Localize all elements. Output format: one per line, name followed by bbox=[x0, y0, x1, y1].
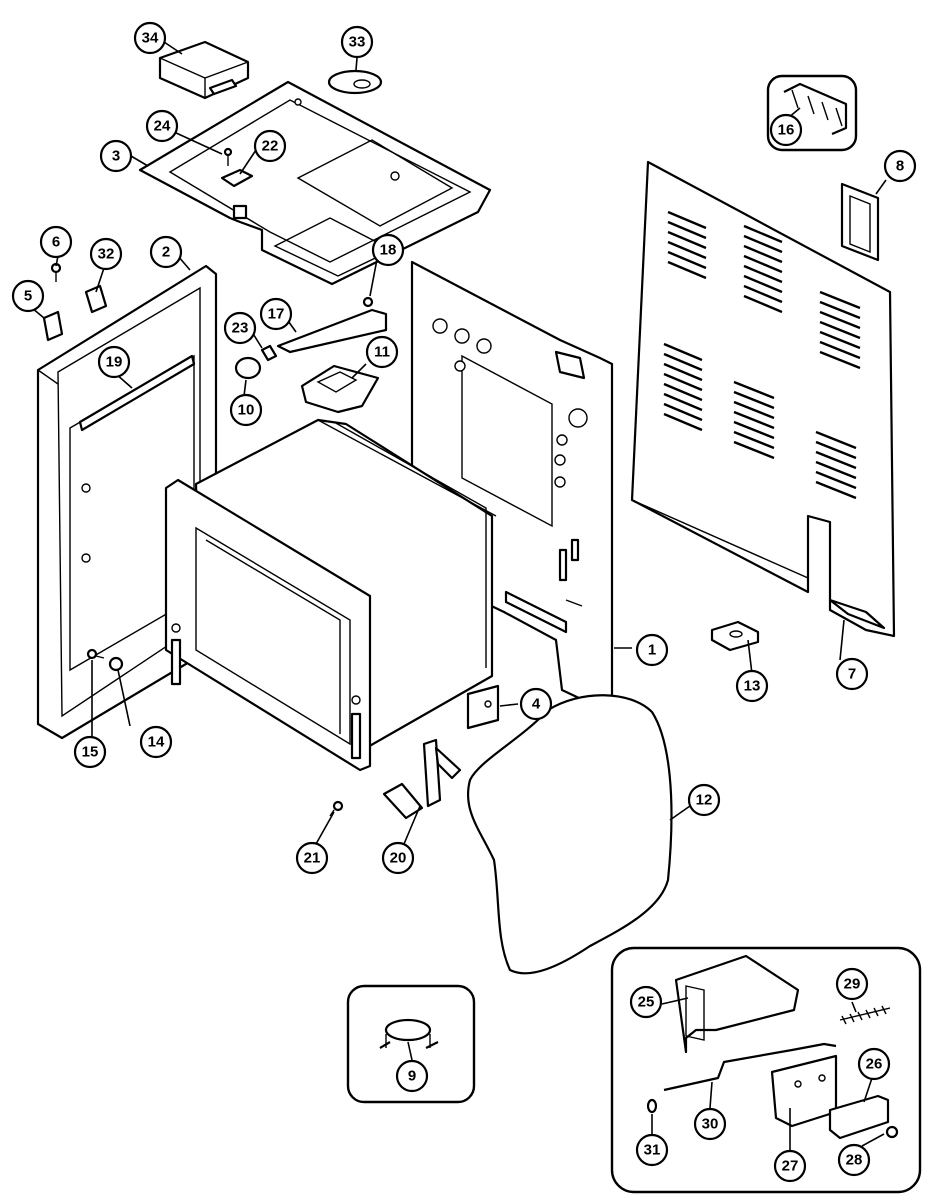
part-17-rod bbox=[276, 308, 388, 354]
callout-label: 1 bbox=[648, 642, 656, 659]
part-32-clip bbox=[84, 284, 108, 314]
callout-20: 20 bbox=[381, 841, 415, 875]
callout-label: 7 bbox=[848, 666, 856, 683]
callout-17: 17 bbox=[259, 297, 293, 331]
callout-25: 25 bbox=[629, 985, 663, 1019]
part-16-inset bbox=[766, 74, 858, 152]
callout-29: 29 bbox=[835, 967, 869, 1001]
callout-32: 32 bbox=[89, 237, 123, 271]
part-13-bracket bbox=[710, 620, 760, 652]
callout-19: 19 bbox=[97, 345, 131, 379]
part-8-bracket bbox=[840, 182, 880, 262]
part-20-hinge bbox=[382, 738, 462, 820]
callout-10: 10 bbox=[229, 393, 263, 427]
callout-34: 34 bbox=[133, 21, 167, 55]
callout-7: 7 bbox=[835, 657, 869, 691]
part-21-screw bbox=[329, 800, 344, 817]
callout-3: 3 bbox=[99, 139, 133, 173]
callout-label: 6 bbox=[52, 234, 60, 251]
callout-30: 30 bbox=[693, 1107, 727, 1141]
part-12-insulation bbox=[466, 694, 673, 975]
part-18-screw bbox=[362, 296, 374, 308]
callout-label: 18 bbox=[380, 242, 397, 259]
callout-21: 21 bbox=[295, 841, 329, 875]
callout-label: 33 bbox=[349, 34, 366, 51]
part-33-button bbox=[327, 69, 383, 95]
callout-label: 5 bbox=[24, 288, 32, 305]
callout-label: 31 bbox=[644, 1142, 661, 1159]
part-19-strip bbox=[78, 354, 196, 432]
callout-label: 15 bbox=[82, 744, 99, 761]
callout-2: 2 bbox=[149, 235, 183, 269]
callout-label: 19 bbox=[106, 354, 123, 371]
callout-26: 26 bbox=[857, 1047, 891, 1081]
callout-label: 12 bbox=[696, 792, 713, 809]
part-14-nut bbox=[108, 656, 124, 672]
callout-label: 26 bbox=[866, 1056, 883, 1073]
callout-label: 11 bbox=[374, 344, 390, 361]
callout-28: 28 bbox=[837, 1143, 871, 1177]
callout-15: 15 bbox=[73, 735, 107, 769]
part-4-plate bbox=[466, 684, 500, 730]
callout-label: 27 bbox=[782, 1158, 799, 1175]
callout-27: 27 bbox=[773, 1149, 807, 1183]
callout-label: 32 bbox=[98, 246, 115, 263]
part-23-clip bbox=[260, 344, 278, 362]
callout-5: 5 bbox=[11, 279, 45, 313]
part-7-back-panel bbox=[630, 160, 896, 638]
callout-12: 12 bbox=[687, 783, 721, 817]
part-11-bracket bbox=[300, 364, 380, 414]
callout-label: 3 bbox=[112, 148, 120, 165]
part-9-inset bbox=[346, 984, 476, 1104]
callout-label: 17 bbox=[268, 306, 285, 323]
callout-label: 9 bbox=[408, 1068, 416, 1085]
latch-assembly-inset bbox=[610, 946, 922, 1194]
callout-8: 8 bbox=[883, 149, 917, 183]
callout-16: 16 bbox=[769, 113, 803, 147]
part-34-pad bbox=[158, 40, 250, 100]
part-10-knob bbox=[234, 356, 262, 380]
part-5-clip bbox=[42, 310, 64, 342]
callout-label: 10 bbox=[238, 402, 255, 419]
part-3-top-panel bbox=[138, 80, 492, 286]
callout-13: 13 bbox=[735, 669, 769, 703]
part-24-screw bbox=[223, 147, 233, 166]
callout-label: 14 bbox=[148, 734, 165, 751]
callout-label: 4 bbox=[532, 696, 541, 713]
callout-label: 22 bbox=[262, 138, 279, 155]
callout-label: 28 bbox=[846, 1152, 863, 1169]
callout-label: 24 bbox=[154, 118, 171, 135]
callout-label: 2 bbox=[162, 244, 170, 261]
callout-6: 6 bbox=[39, 225, 73, 259]
callout-label: 23 bbox=[232, 320, 249, 337]
callout-label: 30 bbox=[702, 1116, 719, 1133]
callout-18: 18 bbox=[371, 233, 405, 267]
callout-label: 25 bbox=[638, 994, 655, 1011]
callout-label: 13 bbox=[744, 678, 761, 695]
oven-front-frame bbox=[164, 478, 372, 772]
part-6-screw bbox=[50, 262, 62, 282]
callout-label: 16 bbox=[778, 122, 795, 139]
callout-33: 33 bbox=[340, 25, 374, 59]
part-15-screw bbox=[86, 648, 105, 660]
callout-31: 31 bbox=[635, 1133, 669, 1167]
callout-label: 34 bbox=[142, 30, 159, 47]
callout-label: 20 bbox=[390, 850, 407, 867]
callout-label: 21 bbox=[304, 850, 321, 867]
callout-9: 9 bbox=[395, 1059, 429, 1093]
callout-label: 29 bbox=[844, 976, 861, 993]
callout-22: 22 bbox=[253, 129, 287, 163]
part-22-clip bbox=[220, 168, 254, 188]
callout-4: 4 bbox=[519, 687, 553, 721]
callout-label: 8 bbox=[896, 158, 904, 175]
leader-lines bbox=[31, 41, 887, 1150]
callout-1: 1 bbox=[635, 633, 669, 667]
callout-24: 24 bbox=[145, 109, 179, 143]
callout-23: 23 bbox=[223, 311, 257, 345]
callout-11: 11 bbox=[365, 335, 399, 369]
callout-14: 14 bbox=[139, 725, 173, 759]
